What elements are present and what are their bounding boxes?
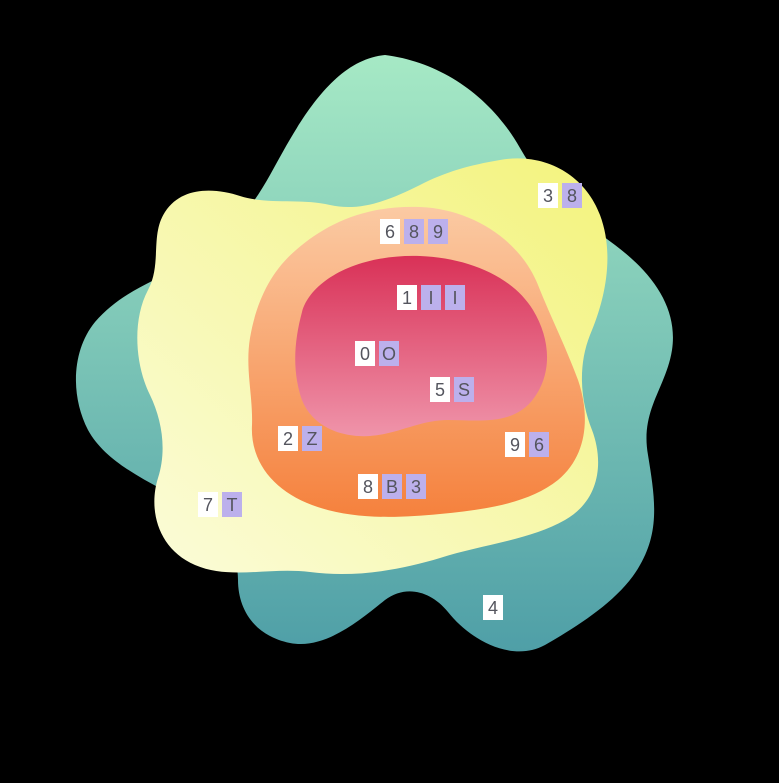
char-chip-lavender: I [421,285,441,310]
char-chip-white: 2 [278,426,298,451]
char-chip-white: 6 [380,219,400,244]
char-chip-lavender: 9 [428,219,448,244]
char-chip-lavender: S [454,377,474,402]
char-chip-white: 4 [483,595,503,620]
char-chip-lavender: 3 [406,474,426,499]
char-chip-white: 3 [538,183,558,208]
char-chip-white: 7 [198,492,218,517]
char-chip-white: 8 [358,474,378,499]
char-chip-white: 0 [355,341,375,366]
char-chip-white: 1 [397,285,417,310]
char-chip-white: 5 [430,377,450,402]
char-chip-white: 9 [505,432,525,457]
char-chip-lavender: B [382,474,402,499]
char-chip-lavender: 6 [529,432,549,457]
char-chip-lavender: 8 [562,183,582,208]
char-chip-lavender: I [445,285,465,310]
red-blob [295,255,548,437]
char-chip-lavender: Z [302,426,322,451]
char-chip-lavender: O [379,341,399,366]
char-chip-lavender: 8 [404,219,424,244]
char-chip-lavender: T [222,492,242,517]
label-4: 4 [483,595,503,620]
